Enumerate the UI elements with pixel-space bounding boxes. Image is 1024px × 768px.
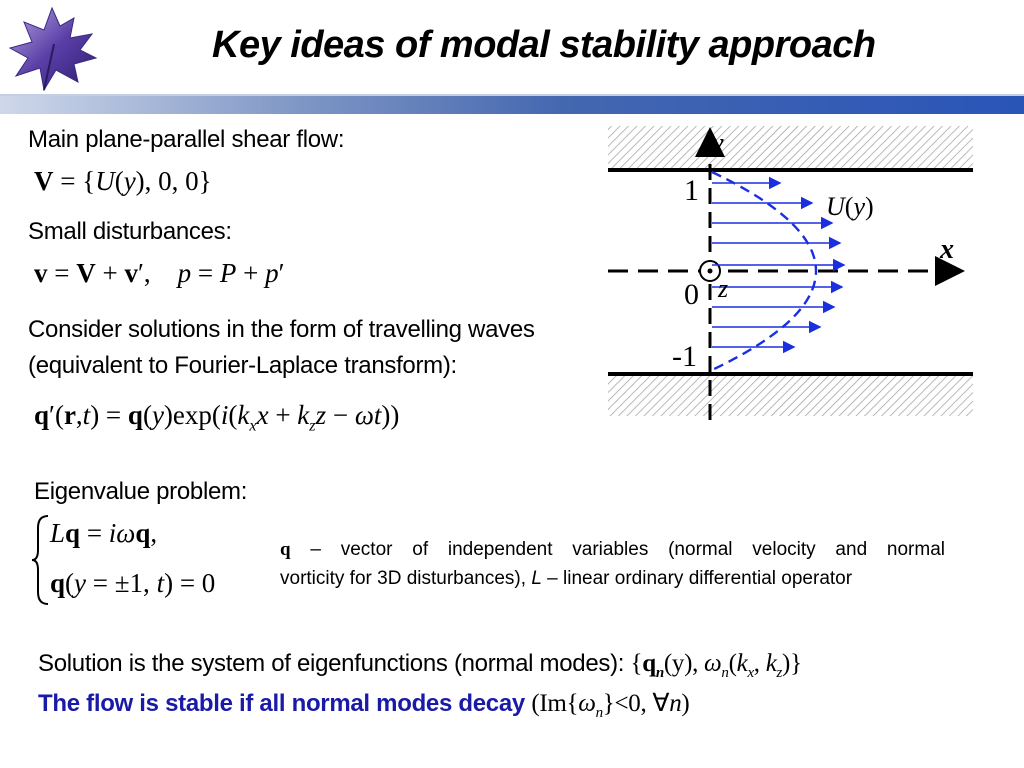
channel-flow-figure	[608, 126, 973, 420]
eigen-note-line1: q – vector of independent variables (nor…	[280, 533, 945, 566]
note-q-symbol: q	[280, 539, 291, 560]
system-brace	[31, 515, 49, 605]
solution-line: Solution is the system of eigenfunctions…	[38, 650, 802, 681]
travelling-waves-equation: q′(r,t) = q(y)exp(i(kxx + kzz − ωt))	[34, 400, 400, 435]
header-divider-light	[0, 94, 1024, 96]
main-flow-label: Main plane-parallel shear flow:	[28, 126, 345, 153]
stability-condition-line: The flow is stable if all normal modes d…	[38, 690, 690, 721]
note-L-symbol: L	[531, 568, 542, 589]
travelling-waves-line2: (equivalent to Fourier-Laplace transform…	[28, 352, 457, 379]
eigen-equation-2: q(y = ±1, t) = 0	[50, 568, 216, 598]
bottom-wall	[608, 374, 973, 416]
eigen-equation-1: Lq = iωq,	[50, 518, 158, 548]
z-axis-label: z	[718, 274, 729, 303]
travelling-waves-line1: Consider solutions in the form of travel…	[28, 316, 535, 343]
eigenvalue-label: Eigenvalue problem:	[34, 478, 248, 505]
velocity-profile-curve	[711, 170, 818, 372]
small-disturbances-equation: v = V + v′, p = P + p′	[34, 258, 285, 288]
small-disturbances-label: Small disturbances:	[28, 218, 232, 245]
x-axis-label: x	[940, 234, 954, 265]
velocity-arrows	[712, 176, 846, 354]
tick-label-0: 0	[684, 278, 699, 311]
tick-label-1: 1	[684, 174, 699, 207]
y-axis-label: y	[712, 128, 724, 157]
profile-label: U(y)	[826, 192, 874, 221]
main-flow-equation: V = {U(y), 0, 0}	[34, 166, 212, 196]
top-wall	[608, 126, 973, 170]
eigen-note-line2: vorticity for 3D disturbances), L – line…	[280, 568, 853, 589]
page-title: Key ideas of modal stability approach	[212, 24, 876, 66]
tick-label-minus-1: -1	[672, 340, 697, 373]
note-line1-text: – vector of independent variables (norma…	[310, 539, 946, 560]
maple-leaf-logo	[8, 6, 98, 92]
header-divider-bar	[0, 96, 1024, 114]
